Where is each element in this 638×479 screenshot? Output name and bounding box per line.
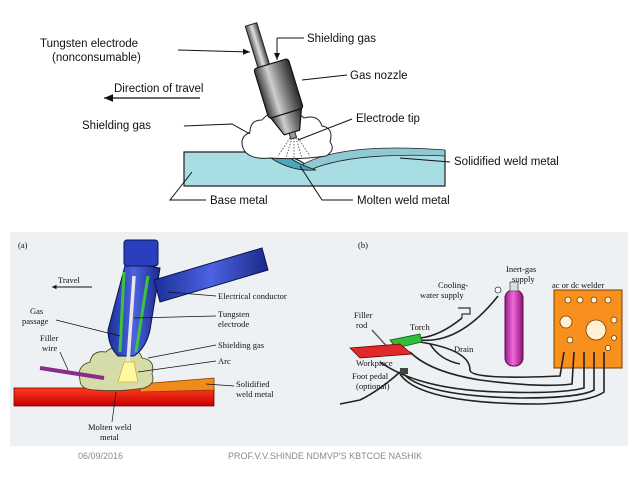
leader-a-gas-passage (55, 319, 121, 337)
label-tungsten-electrode: Tungsten electrode (40, 38, 138, 50)
panel-b-gas-cylinder (504, 289, 524, 367)
label-shielding-gas-top: Shielding gas (307, 33, 376, 45)
label-b-supply: supply (512, 274, 535, 284)
label-a-arc: Arc (218, 356, 231, 366)
panel-b-cylinder-valve (509, 281, 519, 292)
panel-a-arc (117, 361, 139, 383)
label-b-drain: Drain (454, 344, 474, 354)
panel-b-workpiece (349, 343, 414, 359)
panel-a-tungsten-electrode (126, 275, 136, 363)
label-a-tungsten: Tungsten (218, 309, 250, 319)
label-a-wire: wire (42, 343, 57, 353)
label-a-metal: metal (100, 432, 120, 442)
panel-b: (b) (339, 240, 623, 405)
label-b-workpiece: Workpiece (356, 358, 393, 368)
label-electrode-tip: Electrode tip (356, 113, 420, 125)
panel-a-solidified-bead (139, 377, 215, 393)
panel-a-filler-wire (39, 366, 105, 380)
label-b-torch: Torch (410, 322, 430, 332)
leader-a-solidified (205, 383, 235, 387)
label-b-welder: ac or dc welder (552, 280, 604, 290)
top-diagram: Tungsten electrode (nonconsumable) Shiel… (40, 22, 559, 207)
gas-nozzle (253, 58, 304, 140)
label-shielding-gas-left: Shielding gas (82, 120, 151, 132)
leader-a-tungsten (133, 315, 217, 319)
panel-a-gas-passage-left (118, 271, 126, 353)
leader-tungsten (177, 48, 251, 55)
footer-author: PROF.V.V.SHINDE NDMVP'S KBTCOE NASHIK (228, 451, 423, 461)
panel-b-cables (339, 295, 605, 405)
label-b-optional: (optional) (356, 381, 390, 391)
leader-gas-nozzle (301, 74, 348, 81)
panel-b-regulator (494, 286, 502, 294)
label-b-rod: rod (356, 320, 368, 330)
label-b-cooling: Cooling- (438, 280, 468, 290)
label-a-filler: Filler (40, 333, 59, 343)
label-nonconsumable: (nonconsumable) (52, 52, 141, 64)
label-b-filler: Filler (354, 310, 373, 320)
leader-shielding-gas-left (183, 123, 251, 135)
leader-a-electrical-conductor (167, 291, 217, 297)
label-a-weld-metal: weld metal (236, 389, 274, 399)
label-a-molten-weld: Molten weld (88, 422, 132, 432)
leader-a-filler-wire (59, 351, 69, 371)
label-a-solidified: Solidified (236, 379, 270, 389)
leader-molten-weld-metal (299, 165, 353, 201)
label-a-electrode: electrode (218, 319, 249, 329)
leader-a-molten (111, 391, 117, 423)
label-molten-weld-metal: Molten weld metal (357, 195, 450, 207)
label-gas-nozzle: Gas nozzle (350, 70, 408, 82)
panel-a-tag: (a) (18, 240, 28, 250)
leader-solidified-weld-metal (399, 157, 451, 163)
label-a-gas: Gas (30, 306, 43, 316)
label-a-electrical-conductor: Electrical conductor (218, 291, 287, 301)
label-b-foot-pedal: Foot pedal (352, 371, 389, 381)
panel-a-gas-passage-right (134, 275, 150, 353)
panel-b-foot-pedal (400, 368, 408, 374)
label-b-inert-gas: Inert-gas (506, 264, 536, 274)
label-solidified-weld-metal: Solidified weld metal (454, 156, 559, 168)
leader-a-shielding-gas (147, 344, 217, 359)
panel-b-water-tap (458, 307, 471, 318)
panel-a: (a) Travel Electrical conductor Tungsten… (13, 239, 287, 442)
panel-b-tag: (b) (358, 240, 368, 250)
shielding-gas-cloud (241, 112, 333, 160)
label-direction-of-travel: Direction of travel (114, 83, 203, 95)
label-b-water-supply: water supply (420, 290, 464, 300)
molten-weld-pool (266, 155, 317, 171)
panel-a-handle (153, 247, 269, 303)
leader-a-arc (137, 360, 217, 373)
leader-base-metal (168, 171, 206, 201)
panel-b-welder-dials (559, 296, 618, 351)
arc-spray (277, 137, 311, 159)
label-a-shielding-gas: Shielding gas (218, 340, 264, 350)
solidified-weld-bead (299, 147, 446, 171)
footer-date: 06/09/2016 (78, 451, 124, 461)
leader-electrode-tip (297, 118, 353, 141)
panel-a-torch-cap (123, 239, 159, 267)
label-a-passage: passage (22, 316, 49, 326)
label-a-travel: Travel (58, 275, 81, 285)
label-base-metal: Base metal (210, 195, 268, 207)
